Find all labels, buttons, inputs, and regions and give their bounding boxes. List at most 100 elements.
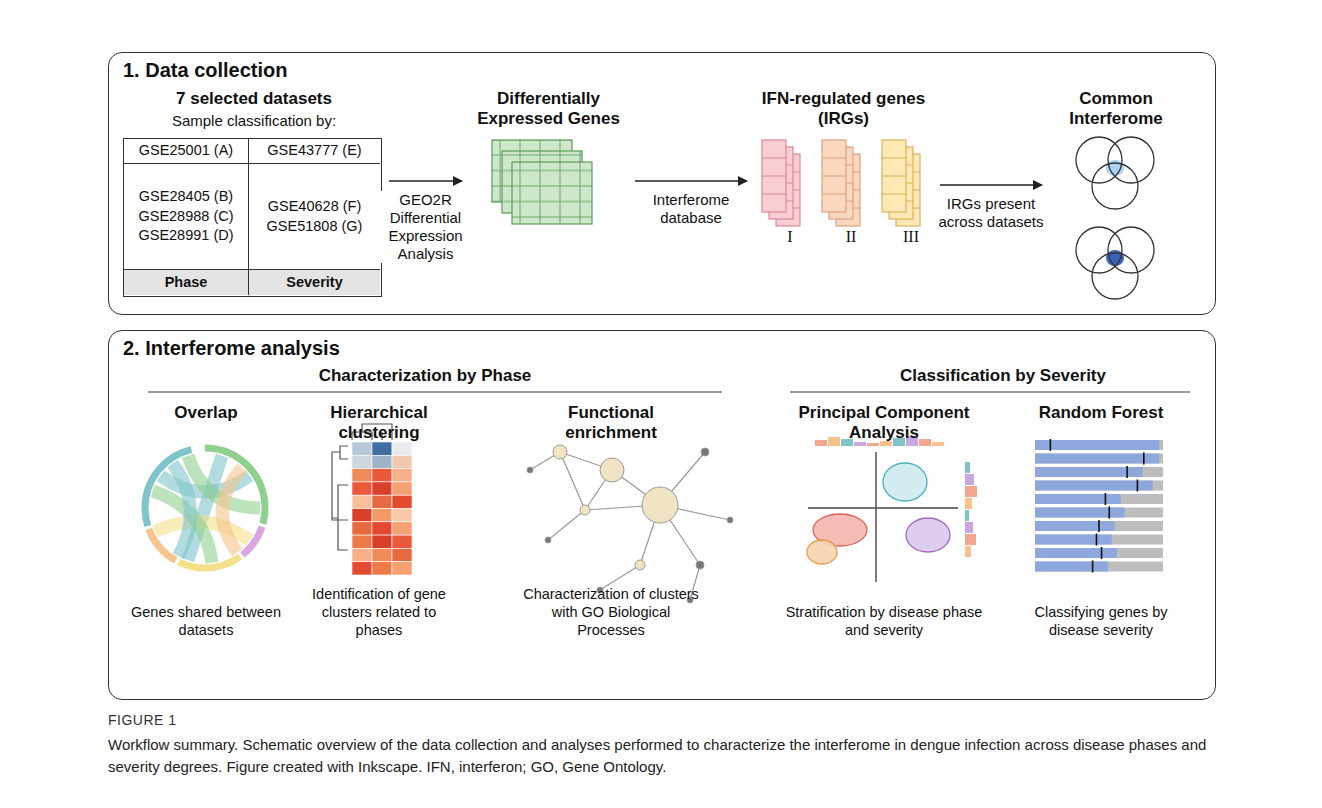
histogram-bar (965, 486, 977, 497)
section-rule (790, 391, 1190, 392)
chord-ribbon (173, 464, 191, 557)
heatmap-cell (372, 495, 392, 508)
histogram-bar (919, 439, 931, 446)
table-cell: GSE25001 (A) (124, 139, 249, 164)
importance-bar (1035, 467, 1143, 477)
histogram-bar (965, 474, 974, 485)
heatmap-cell (352, 509, 372, 522)
gene-list-row (762, 194, 786, 195)
step-box: 7 selected datasetsSample classification… (123, 89, 385, 301)
table-text: GSE51808 (G) (267, 217, 363, 237)
method-box: Functional enrichmentCharacterization of… (521, 403, 701, 639)
gene-list (822, 140, 846, 212)
importance-bar (1035, 440, 1159, 450)
method-description: Characterization of clusters with GO Bio… (521, 585, 701, 639)
heatmap-cell (392, 495, 412, 508)
importance-bar-bg (1035, 467, 1163, 477)
method-title: Random Forest (1039, 403, 1164, 423)
step-subtitle: Sample classification by: (123, 112, 385, 129)
method-title: Overlap (174, 403, 237, 423)
importance-tick (1101, 547, 1103, 559)
table-text: GSE25001 (A) (139, 141, 233, 161)
chord-ribbon (222, 468, 242, 553)
pca-cluster (906, 518, 950, 552)
gene-list (882, 140, 906, 212)
chord-arc (145, 448, 265, 568)
importance-bar-bg (1035, 535, 1163, 545)
importance-bar-bg (1035, 440, 1163, 450)
gene-list-row (882, 194, 906, 195)
importance-bar (1035, 535, 1112, 545)
method-description: Classifying genes by disease severity (1021, 603, 1181, 639)
heatmap-cell (392, 522, 412, 535)
flow-arrow (635, 180, 747, 182)
gene-list-row (822, 158, 846, 159)
importance-tick (1105, 493, 1107, 505)
heatmap-cell (352, 495, 372, 508)
step-title: IFN-regulated genes (IRGs) (751, 89, 936, 130)
histogram-bar (965, 522, 973, 533)
heatmap-cell (372, 455, 392, 468)
table-text: GSE28405 (B) (139, 187, 233, 207)
importance-bar (1035, 508, 1125, 518)
histogram-bar (815, 440, 827, 446)
importance-tick (1108, 507, 1110, 519)
network-node (635, 560, 645, 570)
method-title: Functional enrichment (521, 403, 701, 444)
arrow-label: IRGs present across datasets (937, 195, 1045, 231)
pca-axis (875, 452, 876, 582)
heatmap-cell (392, 469, 412, 482)
venn-circle (1092, 253, 1138, 299)
heatmap-cell (352, 562, 372, 575)
heatmap-cell (372, 469, 392, 482)
heatmap-cell (352, 522, 372, 535)
network-node (642, 487, 678, 523)
table-cell: GSE43777 (E) (249, 139, 380, 164)
importance-bar-bg (1035, 521, 1163, 531)
chord-arc (145, 448, 265, 568)
importance-tick (1092, 561, 1094, 573)
network-node (696, 561, 704, 569)
network-node (527, 467, 533, 473)
heatmap-cell (392, 548, 412, 561)
arrow-label: GEO2R Differential Expression Analysis (380, 191, 472, 263)
heatmap-cell (372, 535, 392, 548)
heatmap-cell (392, 455, 412, 468)
chord-arc (145, 448, 265, 568)
table-cell: Severity (249, 270, 380, 295)
histogram-bar (932, 442, 944, 446)
network-node (553, 445, 567, 459)
heatmap-cell (352, 535, 372, 548)
venn-circle (1092, 163, 1138, 209)
flow-arrow (389, 180, 462, 182)
method-box: Hierarchical clusteringIdentification of… (299, 403, 459, 639)
list-numeral: I (787, 228, 792, 246)
panel-title: 2. Interferome analysis (123, 337, 340, 360)
heatmap-cell (392, 482, 412, 495)
importance-tick (1126, 466, 1128, 478)
gene-list-row (882, 176, 906, 177)
heatmap-cell (372, 482, 392, 495)
table-text: GSE28991 (D) (138, 226, 233, 246)
network-edge (548, 510, 585, 540)
histogram-bar (965, 534, 976, 545)
method-title: Principal Component Analysis (779, 403, 989, 444)
section-heading: Classification by Severity (900, 366, 1106, 386)
gene-list (762, 140, 786, 212)
importance-bar (1035, 521, 1114, 531)
table-cell: GSE28405 (B)GSE28988 (C)GSE28991 (D) (124, 164, 249, 270)
step-title: 7 selected datasets (123, 89, 385, 109)
chord-arc (145, 448, 265, 568)
heatmap-cell (372, 562, 392, 575)
importance-bar-bg (1035, 481, 1163, 491)
arrow-label: Interferome database (635, 191, 747, 227)
heatmap-cell (372, 442, 392, 455)
importance-bar (1035, 494, 1121, 504)
table-text: Phase (165, 273, 208, 293)
flow-arrow (940, 184, 1042, 186)
heatmap-cell (392, 509, 412, 522)
gene-list-row (762, 158, 786, 159)
step-title: Differentially Expressed Genes (466, 89, 631, 130)
heatmap-cell (372, 548, 392, 561)
table-text: Severity (286, 273, 342, 293)
